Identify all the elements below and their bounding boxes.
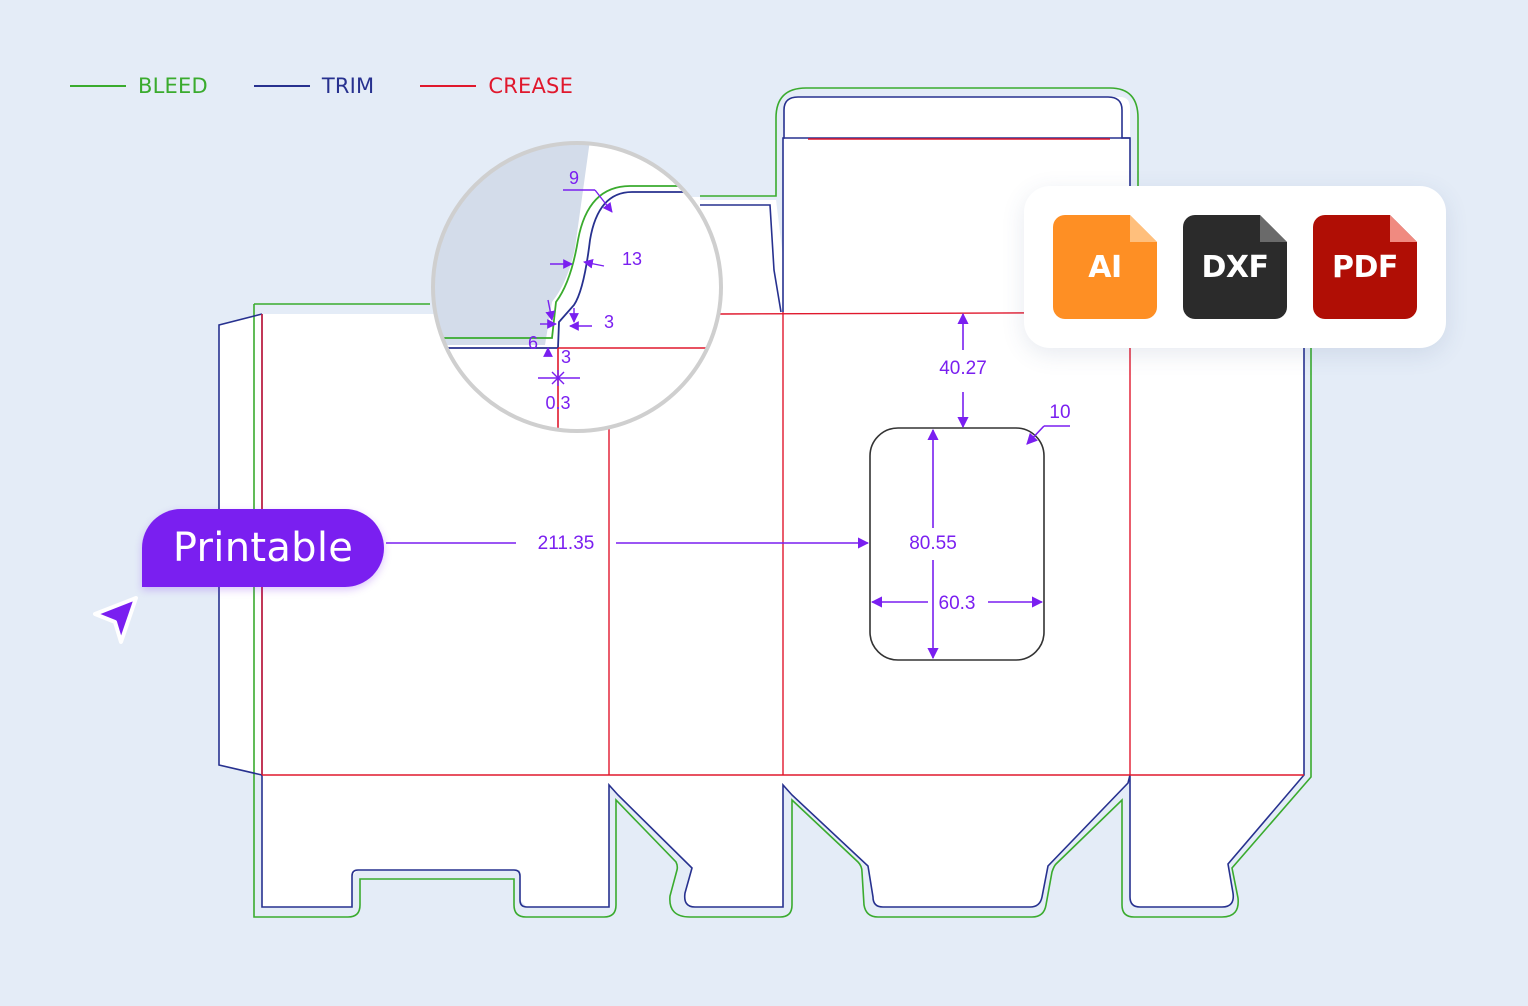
trim-swatch [253, 85, 310, 87]
ai-file-fold [1130, 215, 1157, 242]
legend-item-bleed: BLEED [70, 74, 208, 98]
ai-file-icon[interactable]: AI [1053, 215, 1157, 319]
crease-lines [261, 138, 1305, 776]
legend-label-trim: TRIM [321, 74, 375, 98]
cursor-arrow-icon [93, 596, 138, 644]
dim-window-height: 80.55 [909, 533, 957, 554]
detail-magnifier: 9 13 3 6 3 0.3 [431, 141, 723, 433]
dxf-file-icon[interactable]: DXF [1183, 215, 1287, 319]
crease-swatch [420, 85, 477, 87]
ai-file-label: AI [1088, 249, 1122, 285]
dim-window-radius: 10 [1049, 402, 1070, 423]
pdf-file-icon[interactable]: PDF [1313, 215, 1417, 319]
window-cutout [869, 427, 1045, 661]
detail-notch-c-label: 3 [561, 347, 571, 367]
detail-bleed-gap-label: 0.3 [545, 393, 570, 413]
detail-notch-b-label: 6 [528, 333, 538, 353]
detail-flap-width-label: 13 [622, 249, 642, 269]
legend-label-crease: CREASE [488, 74, 574, 98]
detail-radius-label: 9 [569, 168, 579, 188]
dim-window-width: 60.3 [939, 593, 976, 614]
bleed-outline [253, 87, 1312, 918]
dim-window-top: 40.27 [939, 358, 987, 379]
detail-notch-a-label: 3 [604, 312, 614, 332]
dimension-lines [386, 312, 1070, 660]
legend-label-bleed: BLEED [138, 74, 208, 98]
printable-badge: Printable [142, 509, 384, 587]
dimension-labels: 211.35 40.27 80.55 60.3 10 [538, 358, 1071, 614]
dim-panel-offset: 211.35 [538, 533, 595, 554]
dxf-file-fold [1260, 215, 1287, 242]
bleed-swatch [70, 85, 126, 87]
line-legend: BLEED TRIM CREASE [70, 74, 619, 98]
export-formats-card: AI DXF PDF [1024, 186, 1446, 348]
pdf-file-fold [1390, 215, 1417, 242]
printable-label: Printable [172, 525, 354, 571]
legend-item-trim: TRIM [253, 74, 375, 98]
dxf-file-label: DXF [1201, 249, 1269, 285]
legend-item-crease: CREASE [420, 74, 573, 98]
pdf-file-label: PDF [1332, 249, 1398, 285]
